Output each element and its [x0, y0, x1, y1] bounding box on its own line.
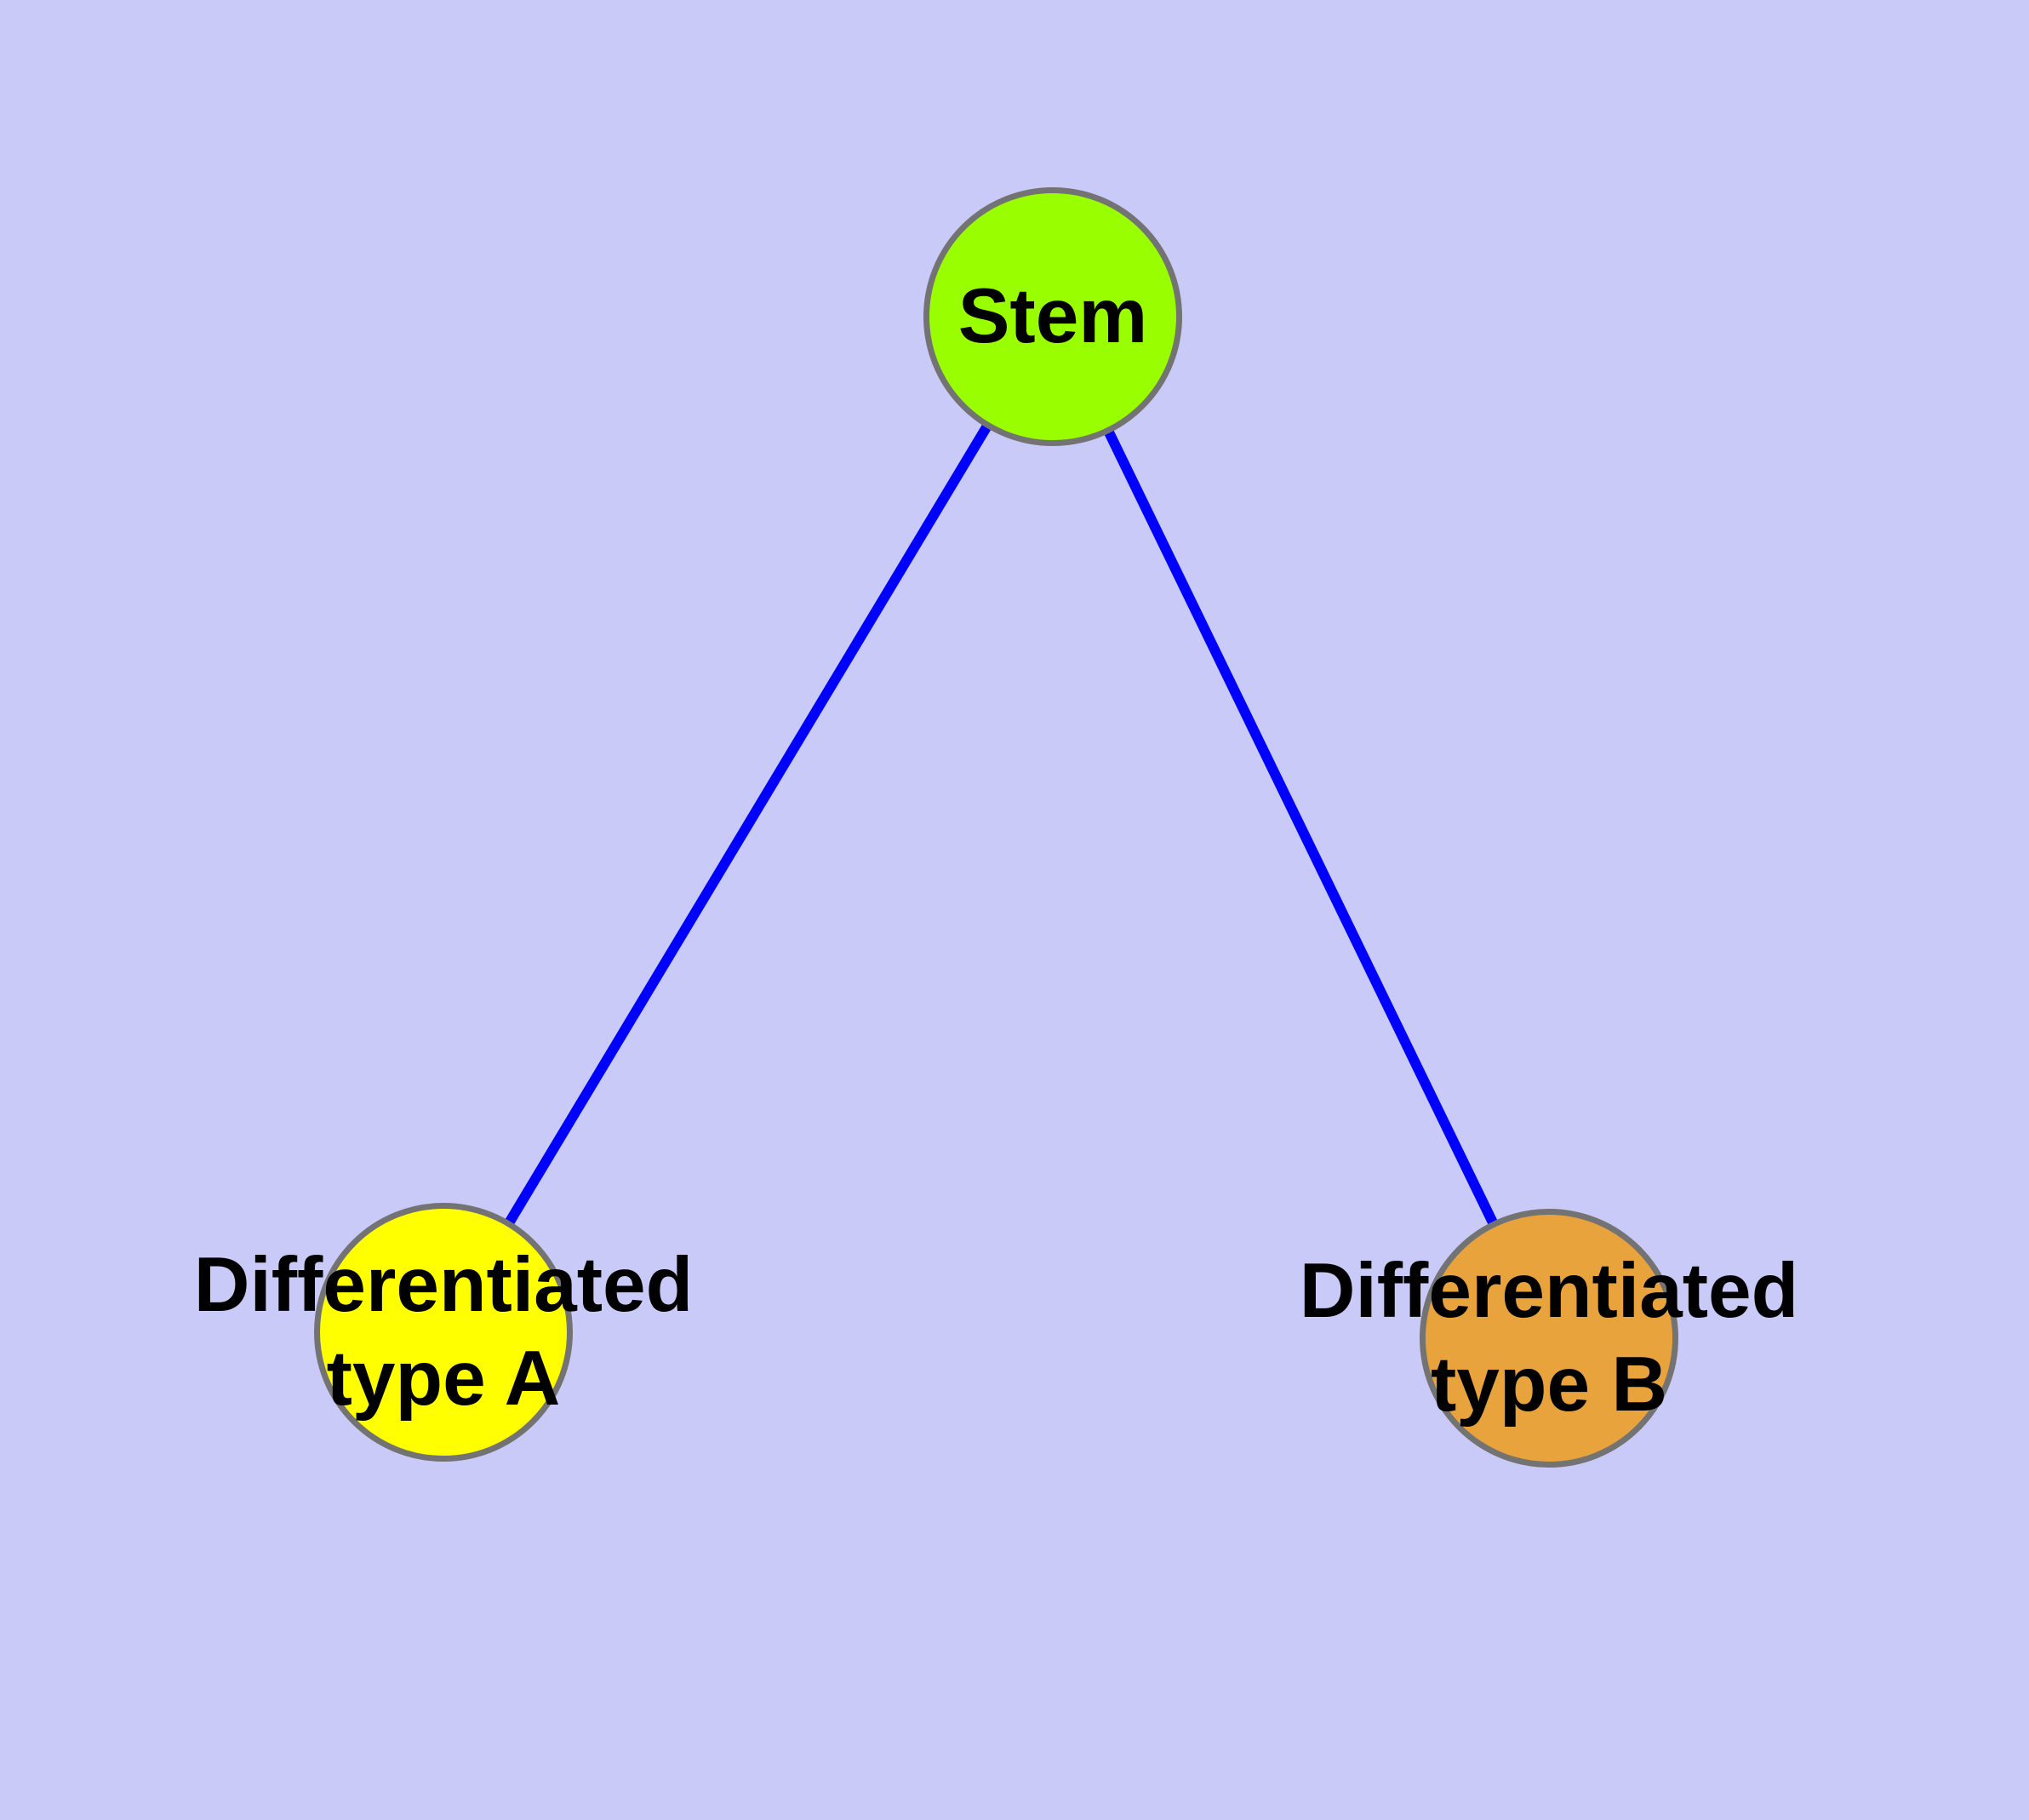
node-differentiated-type-a-label-line1: Differentiated: [193, 1242, 694, 1328]
node-differentiated-type-a[interactable]: [314, 1203, 573, 1462]
node-differentiated-type-b[interactable]: [1420, 1209, 1678, 1468]
node-stem[interactable]: Stem: [923, 187, 1182, 446]
node-stem-label: Stem: [957, 273, 1148, 359]
node-differentiated-type-a-label-line2: type A: [326, 1336, 561, 1422]
edge-stem-to-type-a: [438, 313, 1058, 1336]
node-differentiated-type-a-label: Differentiated type A: [60, 1239, 826, 1426]
edge-stem-to-type-b: [1048, 314, 1554, 1341]
node-differentiated-type-b-label-line2: type B: [1430, 1342, 1668, 1428]
node-differentiated-type-b-label-line1: Differentiated: [1299, 1248, 1799, 1334]
node-differentiated-type-b-label: Differentiated type B: [1166, 1245, 1932, 1432]
